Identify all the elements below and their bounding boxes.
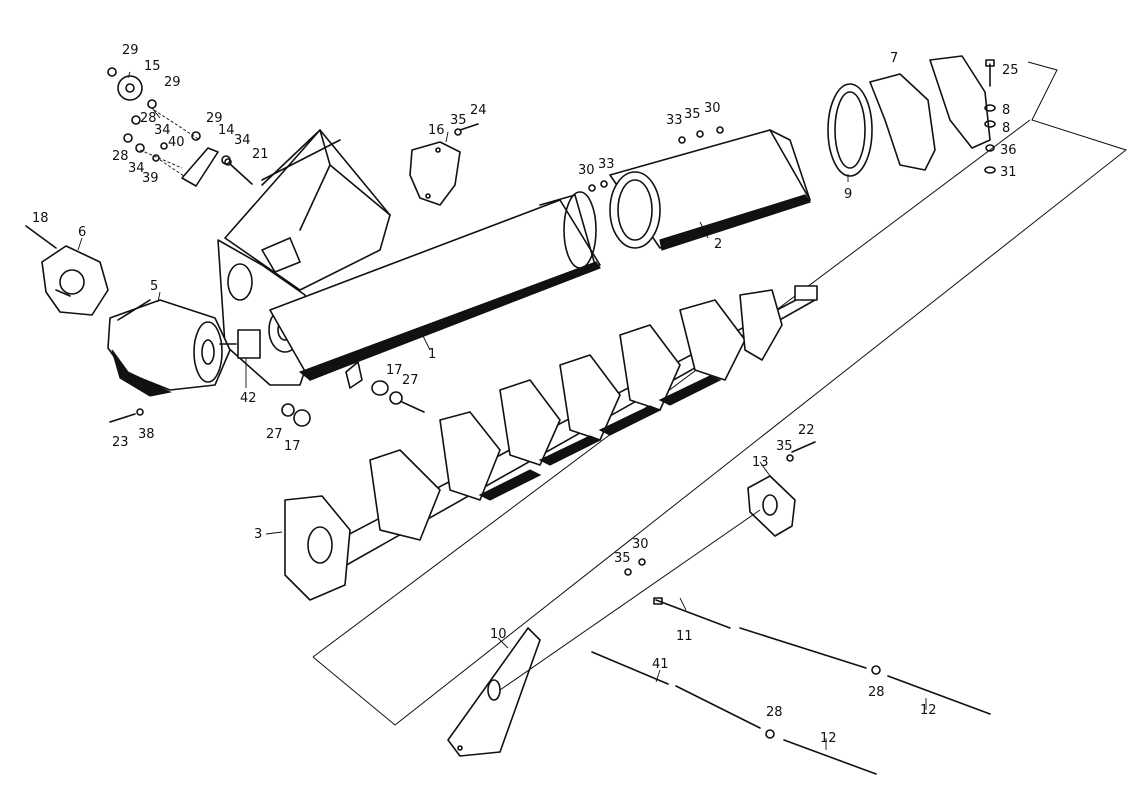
centerline-bolt-to-plate <box>499 509 761 691</box>
callout-18: 18 <box>32 211 49 226</box>
callout-30: 30 <box>632 537 649 552</box>
callout-27: 27 <box>266 427 283 442</box>
callout-36: 36 <box>1000 143 1017 158</box>
bracket-small <box>345 361 363 389</box>
callout-28: 28 <box>140 111 157 126</box>
callout-11: 11 <box>676 629 693 644</box>
clamp-ring-9 <box>827 83 873 177</box>
callout-34: 34 <box>234 133 251 148</box>
auger-flight-3 <box>284 285 818 601</box>
callout-9: 9 <box>844 187 852 202</box>
callout-33: 33 <box>666 113 683 128</box>
extension-tube-2 <box>609 129 811 251</box>
bolt-23 <box>109 408 144 423</box>
callout-41: 41 <box>652 657 669 672</box>
callout-28: 28 <box>766 705 783 720</box>
callout-28: 28 <box>112 149 129 164</box>
callout-39: 39 <box>142 171 159 186</box>
callout-35: 35 <box>450 113 467 128</box>
bolt-21 <box>224 158 253 185</box>
callout-35: 35 <box>684 107 701 122</box>
coupling-42 <box>219 329 261 359</box>
callout-24: 24 <box>470 103 487 118</box>
callout-38: 38 <box>138 427 155 442</box>
callout-35: 35 <box>614 551 631 566</box>
gearbox-drive-end <box>107 299 231 397</box>
reference-plane-inner <box>312 119 1031 658</box>
callout-29: 29 <box>122 43 139 58</box>
callout-6: 6 <box>78 225 86 240</box>
callout-35: 35 <box>776 439 793 454</box>
callout-42: 42 <box>240 391 257 406</box>
callout-34: 34 <box>154 123 171 138</box>
callout-12: 12 <box>820 731 837 746</box>
callout-8: 8 <box>1002 121 1010 136</box>
callout-25: 25 <box>1002 63 1019 78</box>
bolt-24 <box>454 123 479 136</box>
bolt-25 <box>985 59 995 87</box>
sprocket-6 <box>41 245 109 316</box>
bracket-14 <box>181 147 219 187</box>
callout-14: 14 <box>218 123 235 138</box>
fasteners-8-36-31 <box>984 104 996 174</box>
half-clamp-7 <box>869 55 991 171</box>
callout-17: 17 <box>284 439 301 454</box>
tie-rod-12 <box>765 665 991 775</box>
leader-lines <box>77 71 927 750</box>
callout-40: 40 <box>168 135 185 150</box>
callout-23: 23 <box>112 435 129 450</box>
callout-15: 15 <box>144 59 161 74</box>
callout-21: 21 <box>252 147 269 162</box>
callout-22: 22 <box>798 423 815 438</box>
hardware-33-35-30 <box>588 126 724 192</box>
callout-8: 8 <box>1002 103 1010 118</box>
callout-10: 10 <box>490 627 507 642</box>
bolt-22 <box>786 441 816 462</box>
callout-3: 3 <box>254 527 262 542</box>
callout-27: 27 <box>402 373 419 388</box>
callout-13: 13 <box>752 455 769 470</box>
callout-12: 12 <box>920 703 937 718</box>
bolt-18 <box>25 225 57 249</box>
callout-16: 16 <box>428 123 445 138</box>
callout-28: 28 <box>868 685 885 700</box>
callout-1: 1 <box>428 347 436 362</box>
callout-33: 33 <box>598 157 615 172</box>
callout-30: 30 <box>578 163 595 178</box>
callout-labels: 29 15 29 28 29 14 34 40 28 34 39 34 21 1… <box>32 43 1019 746</box>
callout-34: 34 <box>128 161 145 176</box>
stay-rod-41 <box>591 651 761 729</box>
callout-30: 30 <box>704 101 721 116</box>
callout-29: 29 <box>164 75 181 90</box>
bearing-flange-13 <box>747 475 796 537</box>
reference-plane-outline <box>312 61 1128 726</box>
hardware-35-30 <box>624 558 646 576</box>
stay-rod-11 <box>653 597 867 669</box>
callout-7: 7 <box>890 51 898 66</box>
callout-2: 2 <box>714 237 722 252</box>
callout-29: 29 <box>206 111 223 126</box>
callout-17: 17 <box>386 363 403 378</box>
sprocket-15 <box>117 75 143 101</box>
main-tube-assembly <box>217 129 601 386</box>
washers-17-27 <box>281 380 425 427</box>
callout-31: 31 <box>1000 165 1017 180</box>
cover-plate-16 <box>409 141 461 206</box>
callout-5: 5 <box>150 279 158 294</box>
